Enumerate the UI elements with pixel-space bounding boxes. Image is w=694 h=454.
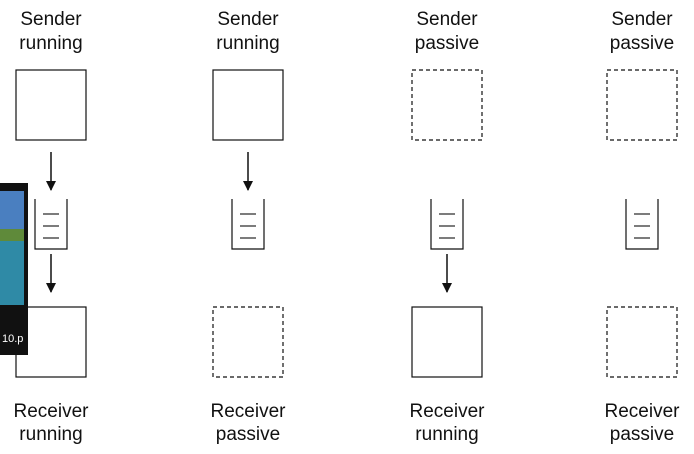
thumbnail-water xyxy=(0,241,24,305)
sender-box-passive xyxy=(606,69,678,141)
receiver-state-label: passive xyxy=(216,424,280,445)
queue-outline xyxy=(625,199,659,250)
sender-state-label: passive xyxy=(415,33,479,54)
queue-buffer-icon xyxy=(34,199,68,250)
sender-box-running xyxy=(15,69,87,141)
sender-label: Sender xyxy=(20,9,82,30)
receiver-label: Receiver xyxy=(605,401,681,422)
receiver-box-running xyxy=(411,306,483,378)
queue-outline xyxy=(231,199,265,250)
queue-outline xyxy=(430,199,464,250)
sender-label: Sender xyxy=(611,9,673,30)
receiver-box-passive xyxy=(212,306,284,378)
queue-outline xyxy=(34,199,68,250)
receiver-label: Receiver xyxy=(410,401,486,422)
sender-label: Sender xyxy=(217,9,279,30)
queue-buffer-icon xyxy=(625,199,659,250)
receiver-state-label: passive xyxy=(610,424,674,445)
sender-state-label: running xyxy=(19,33,82,54)
columns: SenderrunningReceiverrunningSenderrunnin… xyxy=(14,9,681,445)
image-thumbnail[interactable]: 10.p xyxy=(0,183,28,355)
thumbnail-trees xyxy=(0,229,24,241)
receiver-state-label: running xyxy=(19,424,82,445)
sender-state-label: running xyxy=(216,33,279,54)
thumbnail-sky xyxy=(0,191,24,229)
queue-buffer-icon xyxy=(231,199,265,250)
receiver-label: Receiver xyxy=(14,401,90,422)
receiver-box-passive xyxy=(606,306,678,378)
sender-state-label: passive xyxy=(610,33,674,54)
sender-box-running xyxy=(212,69,284,141)
queue-buffer-icon xyxy=(430,199,464,250)
receiver-state-label: running xyxy=(415,424,478,445)
sender-label: Sender xyxy=(416,9,478,30)
thumbnail-caption: 10.p xyxy=(2,333,23,345)
receiver-label: Receiver xyxy=(211,401,287,422)
sender-box-passive xyxy=(411,69,483,141)
